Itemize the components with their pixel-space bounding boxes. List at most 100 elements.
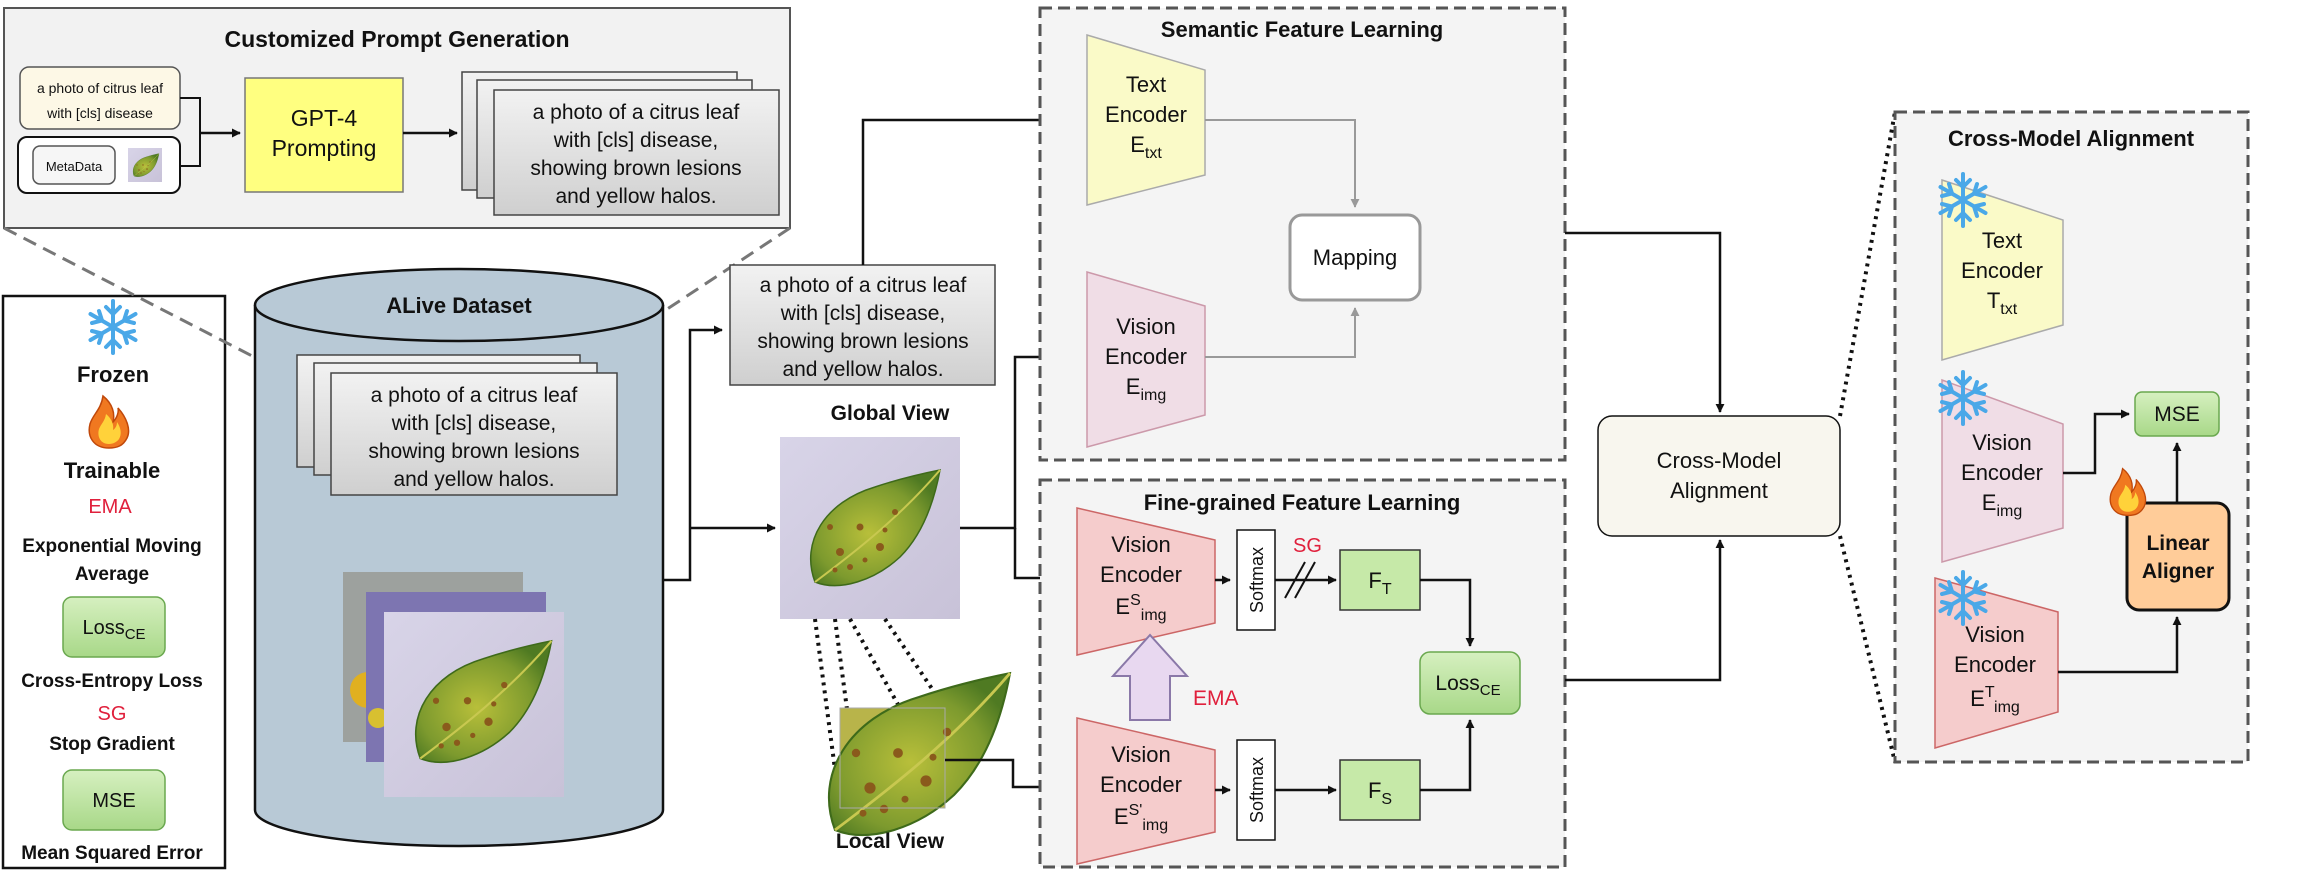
- arrow-prompt-to-text-encoder: [861, 115, 1084, 265]
- ema-arrow: [1110, 633, 1190, 721]
- prompt-box-line-1: a photo of a citrus leaf: [760, 274, 967, 297]
- arrow-vision-to-mse: [2063, 409, 2130, 475]
- softmax-label-top: Softmax: [1247, 547, 1267, 613]
- output-line-3: showing brown lesions: [530, 157, 741, 180]
- semantic-text-encoder: [1086, 33, 1206, 206]
- cross-mse-label: MSE: [2154, 403, 2200, 426]
- ema-label: EMA: [1193, 687, 1239, 710]
- template-line-1: a photo of citrus leaf: [37, 80, 163, 96]
- legend-loss-ce-box: [62, 596, 166, 658]
- prompt-box-line-4: and yellow halos.: [782, 358, 943, 381]
- student-vision-encoder: [1076, 507, 1216, 656]
- ft-box: [1339, 549, 1421, 611]
- output-prompt-front: [493, 89, 780, 216]
- cross-vision-encoder-symbol: Eimg: [1982, 490, 2022, 520]
- local-view-label: Local View: [836, 830, 945, 853]
- teacher-encoder-symbol: ES'img: [1114, 802, 1168, 834]
- fs-box: [1339, 759, 1421, 821]
- metadata-label: MetaData: [46, 159, 103, 174]
- semantic-vision-encoder-line-2: Encoder: [1105, 344, 1187, 369]
- semantic-panel-title: Semantic Feature Learning: [1161, 17, 1443, 42]
- cross-vision-encoder-line-2: Encoder: [1961, 460, 2043, 485]
- softmax-box-bottom: [1236, 739, 1276, 841]
- arrow-ft-to-loss: [1420, 578, 1475, 647]
- prompt-generation-panel: Customized Prompt Generation a photo of …: [3, 7, 791, 229]
- metadata-box: [32, 145, 116, 185]
- cross-text-encoder-line-1: Text: [1982, 228, 2022, 253]
- stop-gradient-mark-2: [1294, 561, 1316, 599]
- arrow-teacher-to-aligner: [2058, 616, 2182, 674]
- cylinder-top: [253, 267, 665, 343]
- global-view-label: Global View: [831, 402, 950, 425]
- prompt-generation-title: Customized Prompt Generation: [224, 26, 569, 52]
- student-encoder-line-2: Encoder: [1100, 562, 1182, 587]
- linear-aligner-line-2: Aligner: [2142, 560, 2214, 583]
- linear-aligner-box: [2125, 501, 2231, 612]
- legend-ema-full-line1: Exponential Moving: [22, 536, 201, 557]
- legend-loss-ce-full: Cross-Entropy Loss: [21, 671, 203, 692]
- loss-ce-label: LossCE: [1435, 672, 1500, 699]
- semantic-vision-encoder: [1086, 271, 1206, 448]
- legend-ema-full-line2: Average: [75, 564, 149, 585]
- cross-model-alignment-box: [1597, 415, 1841, 537]
- arrow-semantic-to-cross: [1565, 231, 1725, 413]
- legend-frozen-label: Frozen: [77, 362, 149, 387]
- softmax-box-top: [1236, 529, 1276, 631]
- softmax-label-bottom: Softmax: [1247, 757, 1267, 823]
- legend-ema-abbr: EMA: [88, 496, 132, 518]
- gpt4-line-2: Prompting: [272, 135, 377, 161]
- finegrained-panel-title: Fine-grained Feature Learning: [1144, 490, 1461, 515]
- fs-label: FS: [1368, 778, 1392, 808]
- legend-mse-text: MSE: [92, 790, 135, 812]
- arrow-vision-to-mapping: [1205, 307, 1360, 358]
- prompt-box: a photo of a citrus leaf with [cls] dise…: [729, 264, 996, 386]
- dataset-prompt-line-1: a photo of a citrus leaf: [371, 384, 578, 407]
- arrow-text-to-mapping: [1205, 119, 1360, 208]
- legend-sg-abbr: SG: [98, 703, 127, 725]
- cross-teacher-encoder-line-2: Encoder: [1954, 652, 2036, 677]
- legend-trainable-label: Trainable: [64, 458, 161, 483]
- student-encoder-symbol: ESimg: [1115, 592, 1166, 624]
- ft-label: FT: [1368, 568, 1391, 598]
- semantic-text-encoder-symbol: Etxt: [1130, 132, 1162, 162]
- cross-panel-title: Cross-Model Alignment: [1948, 126, 2195, 151]
- cross-text-encoder-symbol: Ttxt: [1987, 288, 2018, 318]
- dataset-prompt-line-2: with [cls] disease,: [391, 412, 557, 435]
- local-view-leaf: [827, 671, 1012, 837]
- cross-teacher-vision-encoder: [1934, 577, 2059, 750]
- cross-teacher-encoder-line-1: Vision: [1965, 622, 2025, 647]
- arrow-fs-to-loss: [1420, 719, 1475, 792]
- cross-vision-encoder: [1941, 378, 2064, 563]
- dataset-prompt-line-3: showing brown lesions: [368, 440, 579, 463]
- prompt-box-frame: [729, 264, 996, 386]
- mapping-label: Mapping: [1313, 245, 1397, 270]
- semantic-panel: Semantic Feature Learning Text Encoder E…: [1038, 6, 1567, 462]
- crop-line-3: [848, 618, 902, 709]
- legend-sg-full: Stop Gradient: [49, 734, 175, 755]
- zoom-line-left: [3, 226, 261, 362]
- cross-model-panel: Cross-Model Alignment Text Encoder Ttxt …: [1893, 110, 2250, 764]
- dataset-prompt-front: [330, 372, 618, 496]
- student-encoder-line-1: Vision: [1111, 532, 1171, 557]
- stop-gradient-mark-1: [1284, 561, 1306, 599]
- legend: Frozen Trainable EMA Exponential Moving …: [1, 294, 227, 870]
- teacher-vision-encoder: [1076, 717, 1216, 865]
- legend-loss-ce-text: LossCE: [82, 617, 145, 643]
- arrow-finegrained-to-cross: [1565, 539, 1725, 682]
- cross-box-line-2: Alignment: [1670, 478, 1768, 503]
- zoom-dotted-top: [1838, 111, 1897, 417]
- gpt4-line-1: GPT-4: [291, 105, 358, 131]
- semantic-text-encoder-line-1: Text: [1126, 72, 1166, 97]
- semantic-vision-encoder-line-1: Vision: [1116, 314, 1176, 339]
- cross-teacher-encoder-symbol: ETimg: [1970, 684, 2020, 716]
- prompt-box-line-2: with [cls] disease,: [780, 302, 946, 325]
- template-line-2: with [cls] disease: [46, 105, 153, 121]
- semantic-vision-encoder-symbol: Eimg: [1126, 374, 1166, 404]
- semantic-text-encoder-line-2: Encoder: [1105, 102, 1187, 127]
- output-line-4: and yellow halos.: [555, 185, 716, 208]
- legend-mse-box: [62, 769, 166, 831]
- linear-aligner-line-1: Linear: [2146, 532, 2209, 555]
- cross-box-line-1: Cross-Model: [1657, 448, 1782, 473]
- cross-vision-encoder-line-1: Vision: [1972, 430, 2032, 455]
